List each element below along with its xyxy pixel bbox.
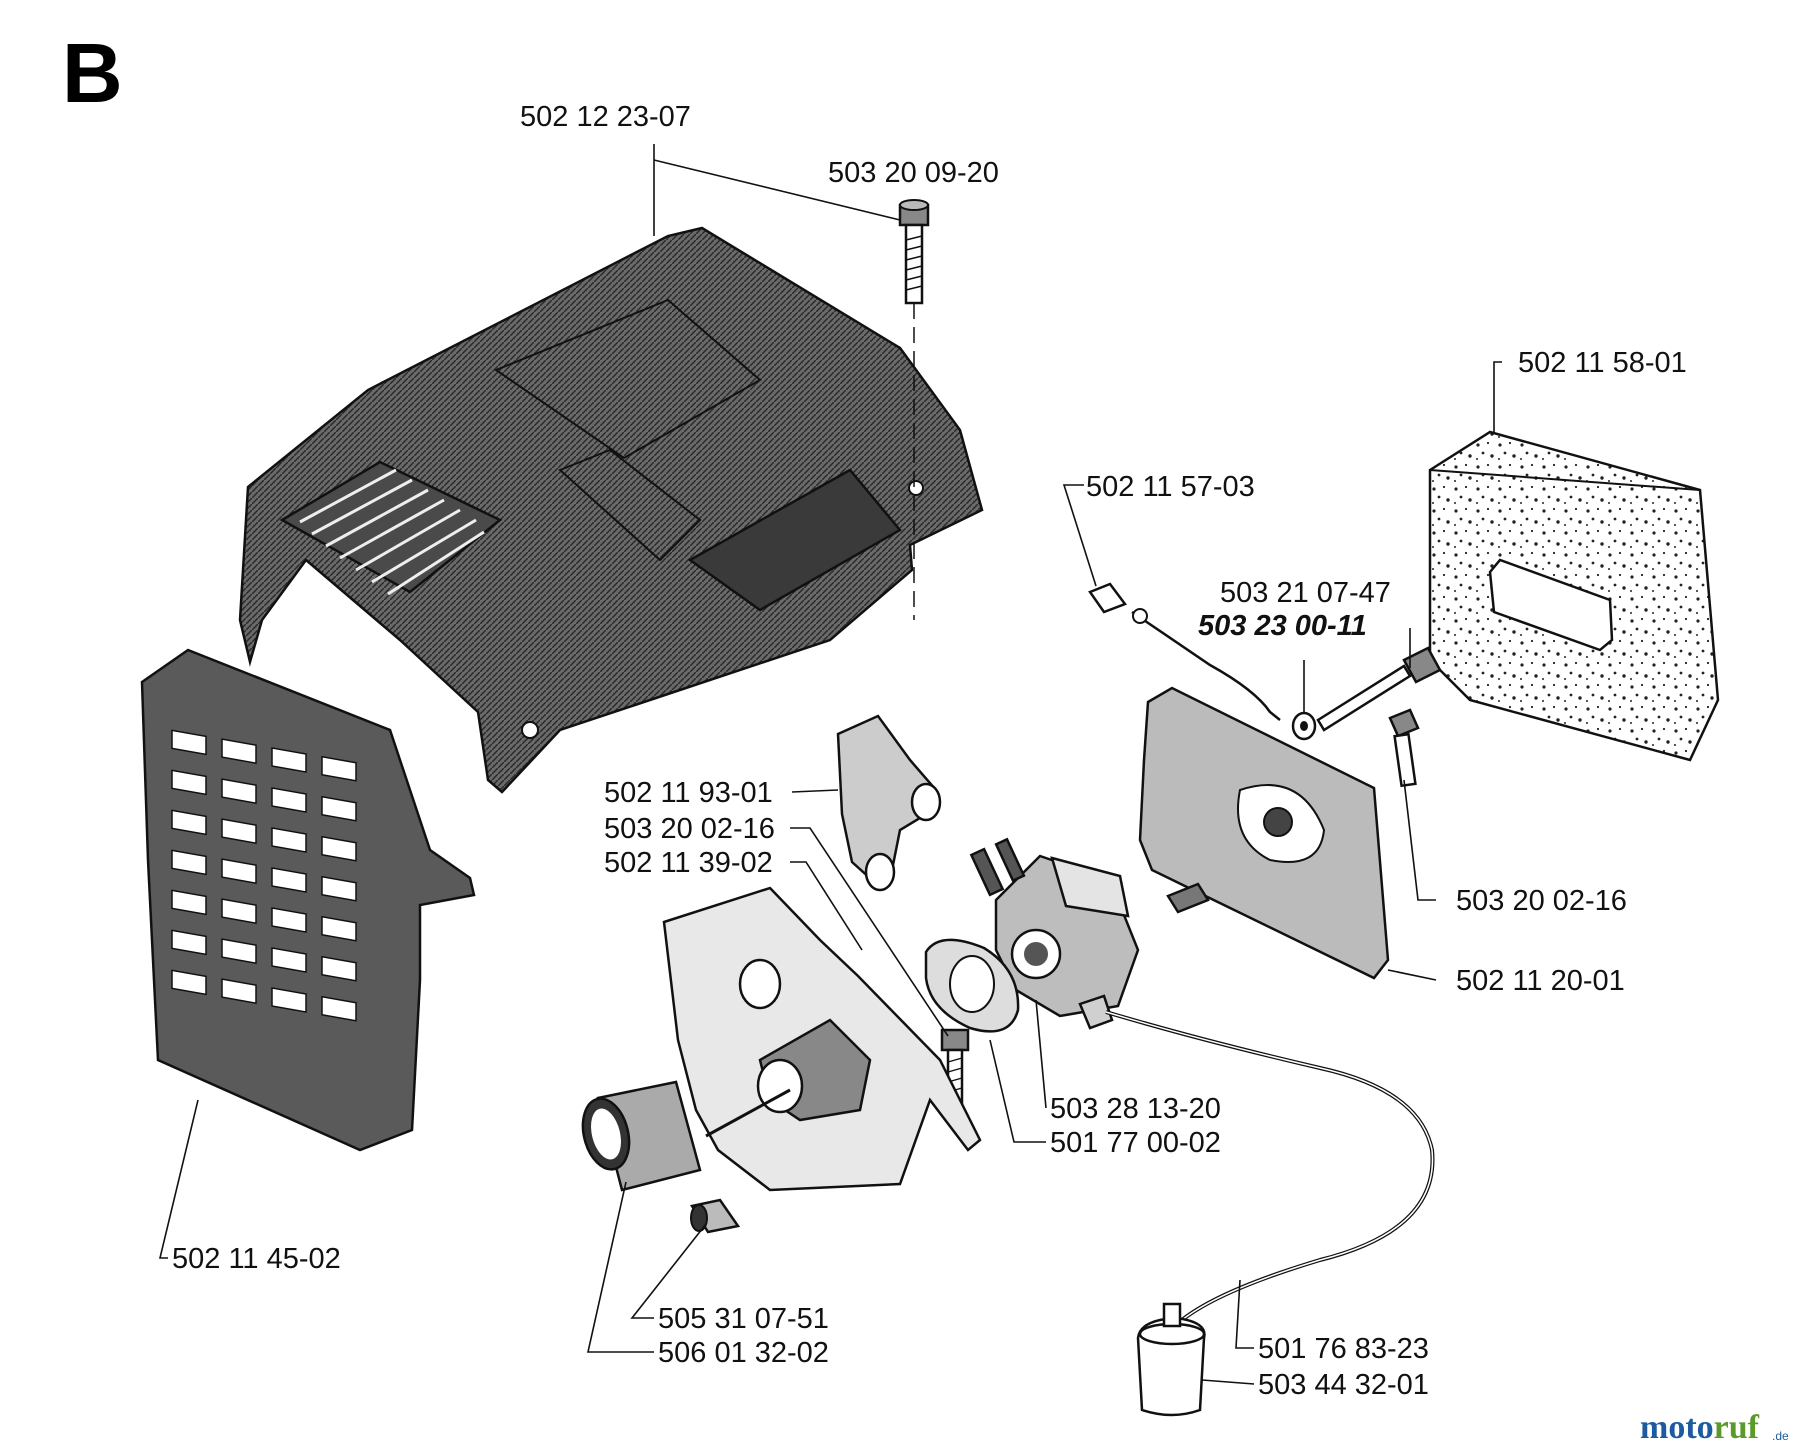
part-label-holder-screw: 503 20 02-16 [1456,885,1627,917]
part-label-air-filter: 502 11 58-01 [1518,347,1687,379]
watermark-suffix: .de [1772,1429,1789,1443]
watermark-part-b: ruf [1714,1409,1760,1446]
section-label: B [62,26,123,120]
cylinder-cover-drawing [238,226,984,794]
part-label-intake-elbow: 502 11 93-01 [604,777,773,809]
part-label-washer: 503 23 00-11 [1198,610,1367,642]
gasket-drawing [924,938,1020,1033]
washer-drawing [1291,711,1317,741]
fuel-line-drawing [1105,1010,1435,1322]
part-label-fuel-filter: 503 44 32-01 [1258,1369,1429,1401]
part-label-choke-rod: 502 11 57-03 [1086,471,1255,503]
part-label-elbow-screw: 503 20 02-16 [604,813,775,845]
filter-screw-drawing [1316,646,1442,732]
grille-drawing [140,648,476,1152]
filter-holder-drawing [1138,686,1420,980]
carburetor-drawing [969,837,1140,1030]
small-sleeve-drawing [690,1198,741,1234]
choke-rod-drawing [1088,582,1281,721]
watermark-logo: motoruf .de [1640,1409,1789,1446]
cover-screw-drawing [898,199,930,620]
part-label-gasket: 501 77 00-02 [1050,1127,1221,1159]
part-label-cover-screw: 503 20 09-20 [828,157,999,189]
intake-elbow-drawing [836,714,942,892]
part-label-small-sleeve: 505 31 07-51 [658,1303,829,1335]
part-label-grille: 502 11 45-02 [172,1243,341,1275]
part-label-fuel-line: 501 76 83-23 [1258,1333,1429,1365]
part-label-carb-screw: 503 28 13-20 [1050,1093,1221,1125]
leader-lines [158,144,1502,1385]
svg-text:motoruf: motoruf [1640,1409,1760,1446]
part-label-filter-holder: 502 11 20-01 [1456,965,1625,997]
part-label-cylinder-cover: 502 12 23-07 [520,101,691,133]
part-label-carb-housing: 502 11 39-02 [604,847,773,879]
rubber-sleeve-drawing [581,1080,702,1192]
part-label-filter-screw: 503 21 07-47 [1220,577,1391,609]
watermark-part-a: moto [1640,1409,1714,1446]
carb-housing-drawing [662,886,982,1192]
fuel-filter-drawing [1136,1302,1206,1417]
air-filter-drawing [1428,430,1720,762]
part-label-rubber-sleeve: 506 01 32-02 [658,1337,829,1369]
